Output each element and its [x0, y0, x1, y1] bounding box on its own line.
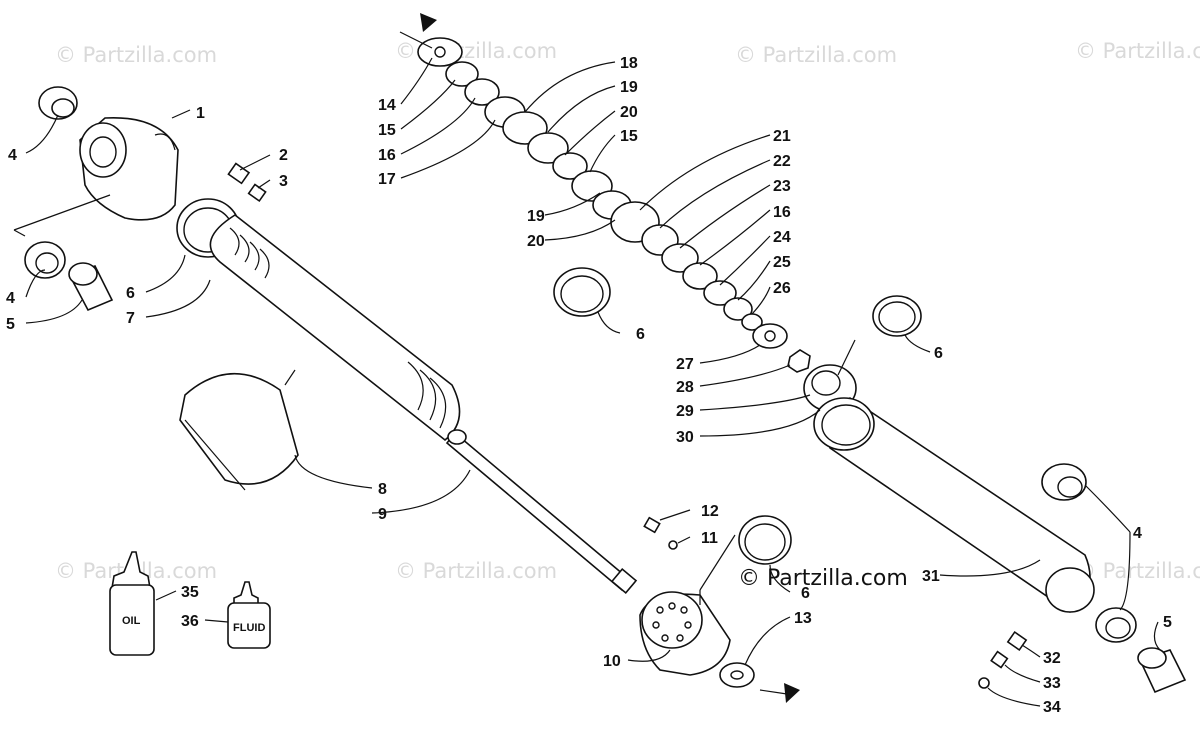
part-reservoir-cap: [639, 591, 731, 676]
callout-32: 32: [1043, 650, 1061, 667]
callout-34: 34: [1043, 699, 1061, 716]
callout-19: 19: [620, 79, 638, 96]
part-small-pins: [643, 516, 678, 550]
watermark: © Partzilla.com: [55, 43, 217, 67]
callout-16b: 16: [773, 204, 791, 221]
part-seal-ring-bottom: [738, 515, 792, 565]
callout-12: 12: [701, 503, 719, 520]
callout-22: 22: [773, 153, 791, 170]
part-sleeve-right: [1137, 647, 1187, 694]
callout-4c: 4: [1133, 525, 1142, 542]
callout-23: 23: [773, 178, 791, 195]
oil-bottle: OIL: [109, 551, 155, 656]
callout-21: 21: [773, 128, 791, 145]
callout-9: 9: [378, 506, 387, 523]
part-shock-body: [209, 214, 461, 442]
callout-31: 31: [922, 568, 940, 585]
callout-10: 10: [603, 653, 621, 670]
direction-arrow-icon: [420, 13, 437, 32]
arrow-shaft: [399, 31, 433, 49]
callout-4: 4: [8, 147, 17, 164]
part-bushing-lower: [24, 241, 114, 312]
callout-6c: 6: [934, 345, 943, 362]
direction-arrow-icon: [784, 683, 800, 703]
oil-label: OIL: [122, 615, 141, 627]
callout-24: 24: [773, 229, 791, 246]
part-washer-bottom: [719, 662, 755, 688]
part-washer-stack: [417, 37, 788, 349]
callout-13: 13: [794, 610, 812, 627]
callout-30: 30: [676, 429, 694, 446]
callout-7: 7: [126, 310, 135, 327]
part-nut: [787, 349, 811, 373]
callout-18: 18: [620, 55, 638, 72]
watermark: © Partzilla.com: [1075, 39, 1200, 63]
callout-15: 15: [378, 122, 396, 139]
callout-numbers: 1 2 3 4 4 5 6 7 8 9 14 15 16 17 18 19 20…: [6, 55, 1172, 716]
callout-6: 6: [126, 285, 135, 302]
part-bushing-right: [1041, 463, 1137, 643]
callout-20: 20: [620, 104, 638, 121]
part-reservoir-eyelet: [79, 116, 179, 221]
callout-5b: 5: [1163, 614, 1172, 631]
callout-26: 26: [773, 280, 791, 297]
part-cylinder: [813, 397, 1095, 613]
part-seal-ring-right: [872, 295, 922, 337]
callout-28: 28: [676, 379, 694, 396]
callout-3: 3: [279, 173, 288, 190]
callout-16: 16: [378, 147, 396, 164]
watermark: © Partzilla.com: [735, 43, 897, 67]
watermark: © Partzilla.com: [1075, 559, 1200, 583]
callout-17: 17: [378, 171, 396, 188]
part-label-sleeve: [179, 372, 299, 491]
callout-2: 2: [279, 147, 288, 164]
part-fittings: [227, 162, 267, 203]
callout-14: 14: [378, 97, 396, 114]
fluid-bottle: FLUID: [227, 581, 271, 649]
brand-watermark: © Partzilla.com: [738, 566, 908, 591]
callout-6d: 6: [801, 585, 810, 602]
callout-29: 29: [676, 403, 694, 420]
part-shaft: [445, 429, 638, 595]
leader-lines: [13, 57, 1161, 707]
callout-5: 5: [6, 316, 15, 333]
callout-4b: 4: [6, 290, 15, 307]
part-seal-ring-center: [553, 267, 611, 317]
callout-11: 11: [701, 530, 718, 547]
watermark: © Partzilla.com: [395, 559, 557, 583]
callout-33: 33: [1043, 675, 1061, 692]
arrow-shaft: [759, 689, 788, 695]
callout-6b: 6: [636, 326, 645, 343]
callout-35: 35: [181, 584, 199, 601]
callout-1: 1: [196, 105, 205, 122]
callout-19b: 19: [527, 208, 545, 225]
callout-8: 8: [378, 481, 387, 498]
part-valve-small: [978, 630, 1028, 689]
part-bushing-top: [38, 86, 78, 120]
callout-20b: 20: [527, 233, 545, 250]
callout-27: 27: [676, 356, 694, 373]
callout-36: 36: [181, 613, 199, 630]
fluid-label: FLUID: [233, 622, 265, 634]
callout-15b: 15: [620, 128, 638, 145]
callout-25: 25: [773, 254, 791, 271]
